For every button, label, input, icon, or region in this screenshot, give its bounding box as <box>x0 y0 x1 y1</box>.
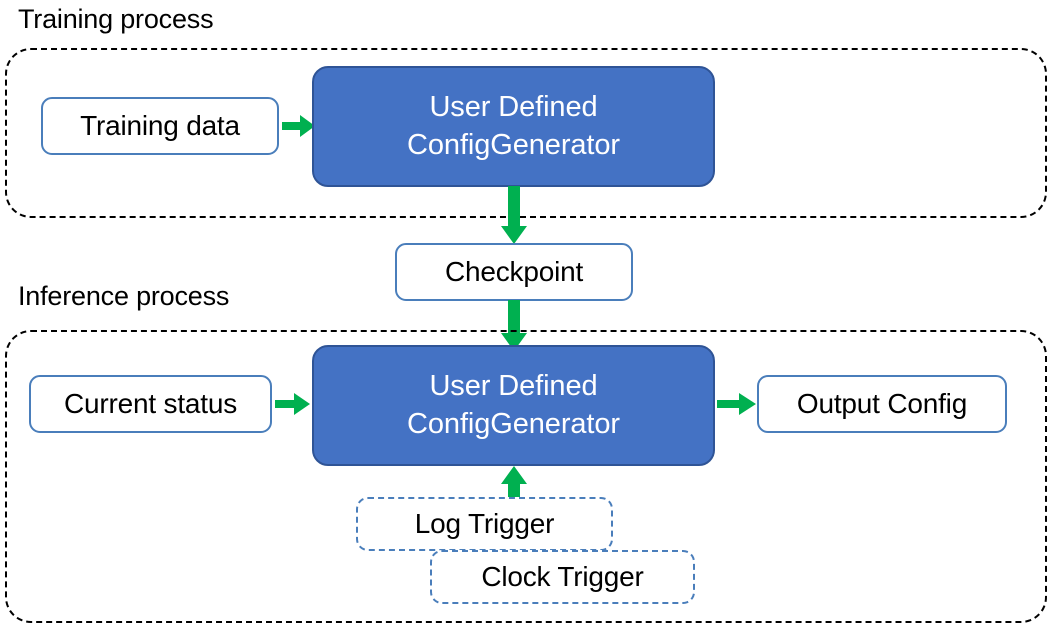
arrow-down-icon <box>501 300 527 351</box>
arrow-right-icon <box>717 393 756 415</box>
current-status-box[interactable]: Current status <box>29 375 272 433</box>
output-config-box[interactable]: Output Config <box>757 375 1007 433</box>
inference-config-generator-line2: ConfigGenerator <box>407 407 620 440</box>
arrow-training-data-to-process <box>282 112 316 140</box>
training-process-caption: Training process <box>18 4 214 34</box>
arrow-up-icon <box>501 466 527 501</box>
training-config-generator-line1: User Defined <box>429 91 598 124</box>
training-config-generator-line2: ConfigGenerator <box>407 128 620 161</box>
arrow-current-status-to-process <box>275 390 311 418</box>
inference-process-container <box>5 330 1047 623</box>
inference-config-generator-line1: User Defined <box>429 370 598 403</box>
arrow-right-icon <box>275 393 310 415</box>
clock-trigger-box[interactable]: Clock Trigger <box>430 550 695 604</box>
inference-process-caption: Inference process <box>18 281 230 311</box>
training-data-box[interactable]: Training data <box>41 97 279 155</box>
log-trigger-box[interactable]: Log Trigger <box>356 497 613 551</box>
inference-config-generator-box[interactable]: User Defined ConfigGenerator <box>312 345 715 466</box>
arrow-triggers-to-process <box>500 466 528 502</box>
arrow-process-to-output-config <box>717 390 757 418</box>
arrow-right-icon <box>282 115 315 137</box>
arrow-training-process-to-checkpoint <box>500 186 528 245</box>
checkpoint-box[interactable]: Checkpoint <box>395 243 633 301</box>
training-config-generator-box[interactable]: User Defined ConfigGenerator <box>312 66 715 187</box>
arrow-checkpoint-to-inference-process <box>500 300 528 352</box>
training-process-container <box>5 48 1047 218</box>
arrow-down-icon <box>501 186 527 244</box>
